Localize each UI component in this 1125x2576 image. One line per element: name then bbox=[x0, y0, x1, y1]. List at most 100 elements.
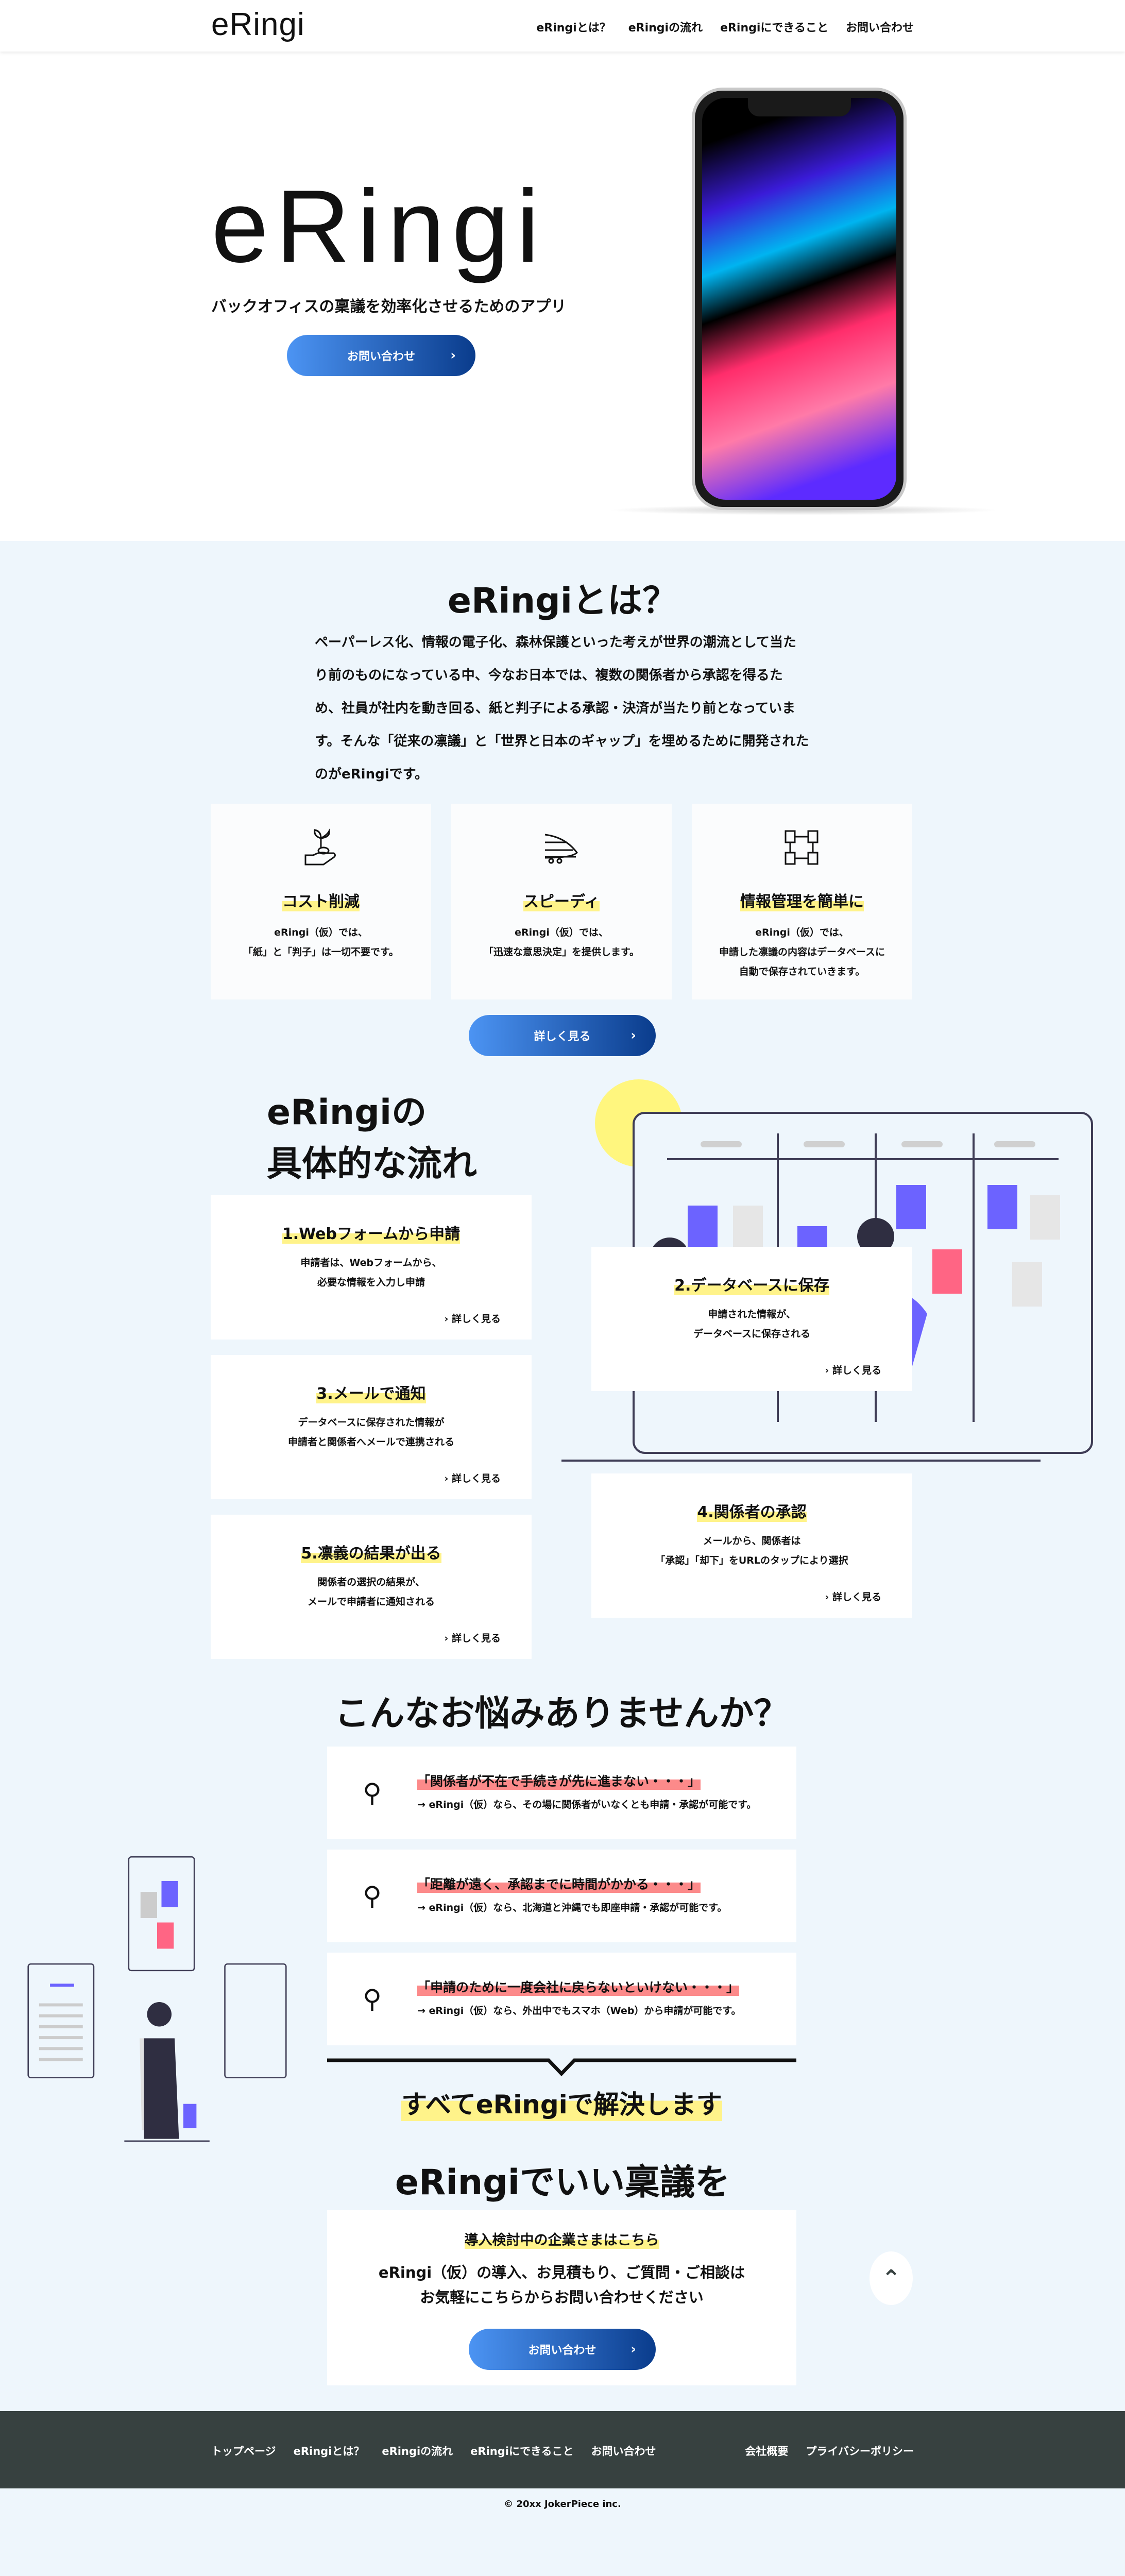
step-text: 申請者は、Webフォームから、 bbox=[300, 1257, 442, 1268]
chevron-right-icon: › bbox=[450, 348, 456, 363]
step-title: 4.関係者の承認 bbox=[697, 1499, 807, 1522]
site-footer: トップページ eRingiとは？ eRingiの流れ eRingiにできること … bbox=[0, 2411, 1125, 2488]
chevron-up-icon: ⌃ bbox=[881, 2265, 901, 2292]
feature-text: eRingi（仮）では、 bbox=[755, 927, 849, 938]
person-icon: ⚲ bbox=[363, 1984, 382, 2014]
logo[interactable]: eRingi bbox=[211, 7, 305, 42]
feature-card-speedy: スピーディ eRingi（仮）では、「迅速な意思決定」を提供します。 bbox=[451, 804, 672, 999]
footer-link-company[interactable]: 会社概要 bbox=[745, 2445, 789, 2458]
feature-title: コスト削減 bbox=[282, 889, 360, 911]
step-title: 1.Webフォームから申請 bbox=[282, 1221, 461, 1244]
step-more-label: 詳しく見る bbox=[451, 1313, 501, 1325]
arrow-right-icon: → bbox=[417, 1902, 425, 1913]
footer-link-flow[interactable]: eRingiの流れ bbox=[382, 2445, 453, 2458]
step-text: メールで申請者に通知される bbox=[307, 1596, 435, 1607]
flow-step-2: 2.データベースに保存 申請された情報が、データベースに保存される › 詳しく見… bbox=[591, 1247, 912, 1391]
step-text: データベースに保存された情報が bbox=[298, 1417, 445, 1428]
feature-text: eRingi（仮）では、 bbox=[515, 927, 608, 938]
about-title: eRingiとは？ bbox=[447, 581, 678, 621]
copyright: © 20xx JokerPiece inc. bbox=[504, 2499, 621, 2510]
step-more-link[interactable]: › 詳しく見る bbox=[445, 1471, 501, 1485]
flow-title-line: 具体的な流れ bbox=[267, 1144, 478, 1184]
step-text: 申請された情報が、 bbox=[708, 1309, 796, 1320]
feature-title: スピーディ bbox=[523, 889, 600, 911]
cta-text: eRingi（仮）の導入、お見積もり、ご質問・ご相談は bbox=[378, 2264, 745, 2281]
divider-arrow bbox=[327, 2058, 796, 2077]
flow-step-1: 1.Webフォームから申請 申請者は、Webフォームから、必要な情報を入力し申請… bbox=[211, 1195, 532, 1340]
feature-card-cost: コスト削減 eRingi（仮）では、「紙」と「判子」は一切不要です。 bbox=[211, 804, 431, 999]
person-icon: ⚲ bbox=[363, 1881, 382, 1911]
step-more-link[interactable]: › 詳しく見る bbox=[825, 1589, 881, 1603]
step-title: 5.凛義の結果が出る bbox=[301, 1540, 441, 1563]
main-nav: eRingiとは？ eRingiの流れ eRingiにできること お問い合わせ bbox=[536, 19, 914, 35]
cta-text: お気軽にこちらからお問い合わせください bbox=[420, 2289, 704, 2306]
step-more-label: 詳しく見る bbox=[451, 1473, 501, 1484]
trouble-solution: eRingi（仮）なら、北海道と沖縄でも即座申請・承認が可能です。 bbox=[429, 1902, 727, 1913]
plant-hand-icon bbox=[304, 828, 336, 866]
trouble-card-1: ⚲ 「関係者が不在で手続きが先に進まない・・・」→ eRingi（仮）なら、その… bbox=[327, 1747, 796, 1839]
about-more-label: 詳しく見る bbox=[534, 1030, 591, 1043]
flow-step-5: 5.凛義の結果が出る 関係者の選択の結果が、メールで申請者に通知される › 詳し… bbox=[211, 1515, 532, 1659]
chevron-right-icon: › bbox=[444, 1313, 452, 1325]
chevron-right-icon: › bbox=[630, 1028, 636, 1043]
feature-card-info: 情報管理を簡単に eRingi（仮）では、申請した凛議の内容はデータベースに自動… bbox=[692, 804, 912, 999]
flow-step-3: 3.メールで通知 データベースに保存された情報が申請者と関係者へメールで連携され… bbox=[211, 1355, 532, 1499]
step-text: 関係者の選択の結果が、 bbox=[317, 1577, 425, 1588]
feature-text: 「紙」と「判子」は一切不要です。 bbox=[243, 946, 399, 958]
cta-contact-button[interactable]: お問い合わせ › bbox=[469, 2329, 656, 2370]
chevron-right-icon: › bbox=[630, 2342, 636, 2357]
step-text: 「承認」「却下」をURLのタップにより選択 bbox=[655, 1555, 848, 1566]
flow-title-line: eRingiの bbox=[267, 1092, 427, 1133]
step-more-link[interactable]: › 詳しく見る bbox=[825, 1363, 881, 1377]
footer-link-top[interactable]: トップページ bbox=[211, 2445, 276, 2458]
chevron-right-icon: › bbox=[825, 1365, 832, 1376]
trouble-solution: eRingi（仮）なら、外出中でもスマホ（Web）から申請が可能です。 bbox=[429, 2005, 741, 2016]
cta-title: eRingiでいい稟議を bbox=[395, 2162, 730, 2203]
chevron-right-icon: › bbox=[825, 1591, 832, 1603]
footer-link-contact[interactable]: お問い合わせ bbox=[591, 2445, 656, 2458]
hero-contact-button[interactable]: お問い合わせ › bbox=[287, 335, 475, 376]
network-icon bbox=[785, 830, 819, 865]
step-more-label: 詳しく見る bbox=[451, 1633, 501, 1644]
chevron-right-icon: › bbox=[444, 1633, 452, 1644]
step-title: 3.メールで通知 bbox=[316, 1381, 426, 1403]
step-more-link[interactable]: › 詳しく見る bbox=[445, 1311, 501, 1325]
step-text: 申請者と関係者へメールで連携される bbox=[287, 1436, 454, 1448]
resolve-text-wrap: すべてeRingiで解決します bbox=[327, 2084, 796, 2121]
nav-flow[interactable]: eRingiの流れ bbox=[628, 22, 703, 35]
footer-link-about[interactable]: eRingiとは？ bbox=[293, 2445, 365, 2458]
cta-heading: 導入検討中の企業さまはこちら bbox=[464, 2229, 659, 2249]
troubles-title: こんなお悩みありませんか？ bbox=[334, 1693, 789, 1734]
feature-title: 情報管理を簡単に bbox=[740, 889, 864, 911]
hero-contact-label: お問い合わせ bbox=[347, 350, 415, 363]
hero-title: eRingi bbox=[211, 169, 547, 284]
nav-contact[interactable]: お問い合わせ bbox=[845, 22, 914, 35]
about-more-button[interactable]: 詳しく見る › bbox=[469, 1015, 656, 1056]
hero-section bbox=[0, 52, 1125, 541]
phone-image bbox=[692, 88, 907, 510]
phone-shadow bbox=[608, 505, 999, 515]
trouble-problem: 「関係者が不在で手続きが先に進まない・・・」 bbox=[417, 1771, 701, 1790]
feature-text: eRingi（仮）では、 bbox=[274, 927, 368, 938]
chevron-right-icon: › bbox=[444, 1473, 452, 1484]
footer-link-privacy[interactable]: プライバシーポリシー bbox=[806, 2445, 914, 2458]
flow-step-4: 4.関係者の承認 メールから、関係者は「承認」「却下」をURLのタップにより選択… bbox=[591, 1473, 912, 1618]
about-paragraph: ペーパーレス化、情報の電子化、森林保護といった考えが世界の潮流として当たり前のも… bbox=[315, 635, 809, 782]
footer-link-features[interactable]: eRingiにできること bbox=[470, 2445, 574, 2458]
step-text: 必要な情報を入力し申請 bbox=[317, 1277, 425, 1288]
nav-about[interactable]: eRingiとは？ bbox=[536, 22, 611, 35]
step-more-link[interactable]: › 詳しく見る bbox=[445, 1631, 501, 1645]
trouble-card-2: ⚲ 「距離が遠く、承認までに時間がかかる・・・」→ eRingi（仮）なら、北海… bbox=[327, 1850, 796, 1942]
step-more-label: 詳しく見る bbox=[832, 1365, 881, 1376]
bullet-train-icon bbox=[544, 834, 578, 864]
back-to-top-button[interactable]: ⌃ bbox=[870, 2251, 913, 2305]
person-documents-illustration bbox=[27, 1856, 287, 2142]
trouble-problem: 「申請のために一度会社に戻らないといけない・・・」 bbox=[417, 1977, 740, 1996]
nav-features[interactable]: eRingiにできること bbox=[720, 22, 828, 35]
step-text: メールから、関係者は bbox=[703, 1535, 801, 1547]
step-title: 2.データベースに保存 bbox=[674, 1273, 829, 1295]
cta-contact-label: お問い合わせ bbox=[528, 2344, 596, 2357]
arrow-right-icon: → bbox=[417, 1799, 425, 1810]
flow-title: eRingiの具体的な流れ bbox=[267, 1087, 477, 1190]
trouble-solution: eRingi（仮）なら、その場に関係者がいなくとも申請・承認が可能です。 bbox=[429, 1799, 757, 1810]
